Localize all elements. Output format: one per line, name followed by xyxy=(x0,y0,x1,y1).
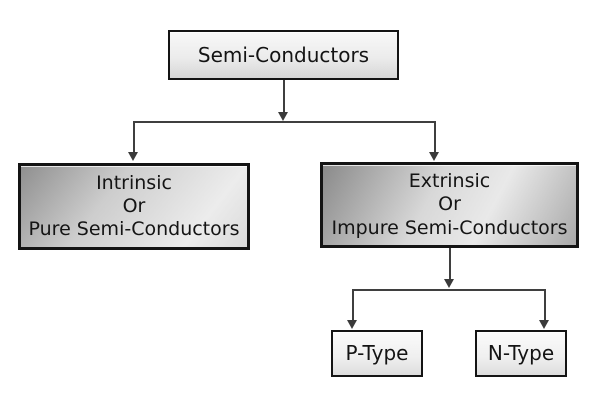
connector-to-extrinsic xyxy=(434,121,436,152)
node-extrinsic-impure-semi-conductors: Extrinsic Or Impure Semi-Conductors xyxy=(320,162,579,248)
arrow-down-icon xyxy=(347,320,357,329)
connector-level1-bar xyxy=(133,121,435,123)
node-n-type: N-Type xyxy=(475,330,567,377)
connector-extrinsic-stem xyxy=(449,248,451,279)
connector-level2-bar xyxy=(352,289,545,291)
arrow-down-icon xyxy=(128,152,138,161)
arrow-down-icon xyxy=(444,279,454,288)
node-semi-conductors: Semi-Conductors xyxy=(168,30,399,80)
node-intrinsic-pure-semi-conductors: Intrinsic Or Pure Semi-Conductors xyxy=(18,163,250,250)
arrow-down-icon xyxy=(539,320,549,329)
connector-root-stem xyxy=(283,80,285,113)
connector-to-intrinsic xyxy=(133,121,135,152)
connector-to-n-type xyxy=(544,289,546,320)
arrow-down-icon xyxy=(429,152,439,161)
node-p-type: P-Type xyxy=(331,330,423,377)
arrow-down-icon xyxy=(278,112,288,121)
connector-to-p-type xyxy=(352,289,354,320)
